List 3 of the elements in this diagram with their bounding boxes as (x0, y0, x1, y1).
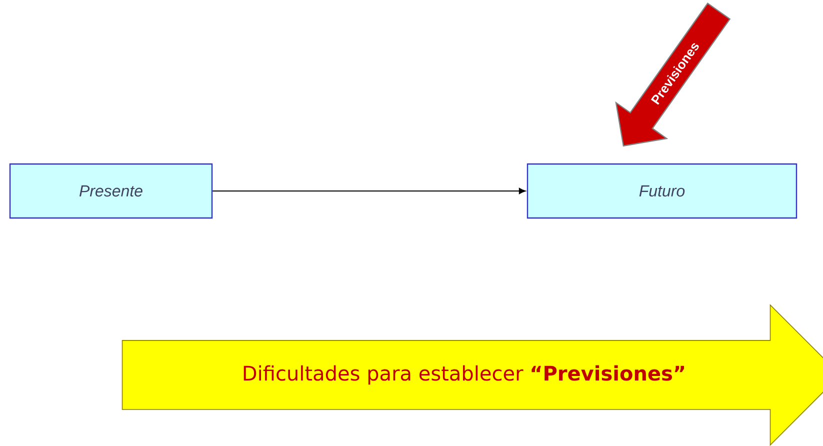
arrow (212, 188, 526, 194)
process-box: Futuro (526, 163, 798, 219)
process-box: Presente (9, 163, 213, 219)
